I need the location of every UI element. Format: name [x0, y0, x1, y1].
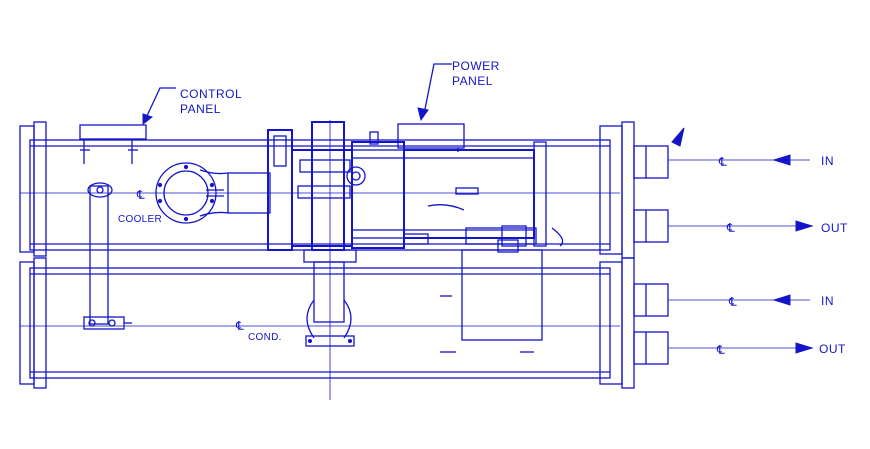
- cond-label: COND.: [248, 332, 282, 343]
- control-panel-label-1: CONTROL: [180, 87, 242, 101]
- centerline-in-bottom: ℄: [728, 295, 737, 309]
- control-panel: [79, 87, 176, 164]
- left-sight-pipe: [83, 182, 132, 330]
- arrow-in-bottom: [772, 294, 791, 306]
- centerline-out-bottom: ℄: [716, 343, 725, 357]
- control-panel-label-2: PANEL: [180, 102, 221, 116]
- arrow-out-top: [795, 220, 814, 232]
- out-bottom-label: OUT: [819, 342, 846, 356]
- power-panel-label-2: PANEL: [452, 74, 493, 88]
- arrow-in-top: [772, 154, 791, 166]
- compressor: [267, 121, 564, 347]
- cond-centerline-symbol: ℄: [235, 319, 244, 333]
- cooler-centerline-symbol: ℄: [136, 188, 145, 202]
- centerline-out-top: ℄: [726, 221, 735, 235]
- arrow-out-bottom: [795, 342, 814, 354]
- labels: CONTROL PANEL POWER PANEL ℄ COOLER ℄ CON…: [118, 59, 848, 357]
- out-top-label: OUT: [821, 221, 848, 235]
- water-nozzles: [633, 127, 685, 365]
- flow-arrows: [668, 154, 814, 354]
- in-top-label: IN: [821, 154, 834, 168]
- power-panel: [397, 63, 543, 353]
- in-bottom-label: IN: [821, 294, 834, 308]
- centerlines: [20, 120, 620, 400]
- cooler-label: COOLER: [118, 214, 162, 225]
- condenser-shell: [19, 257, 635, 389]
- centerline-in-top: ℄: [718, 155, 727, 169]
- power-panel-label-1: POWER: [452, 59, 500, 73]
- suction-elbow: [155, 162, 271, 224]
